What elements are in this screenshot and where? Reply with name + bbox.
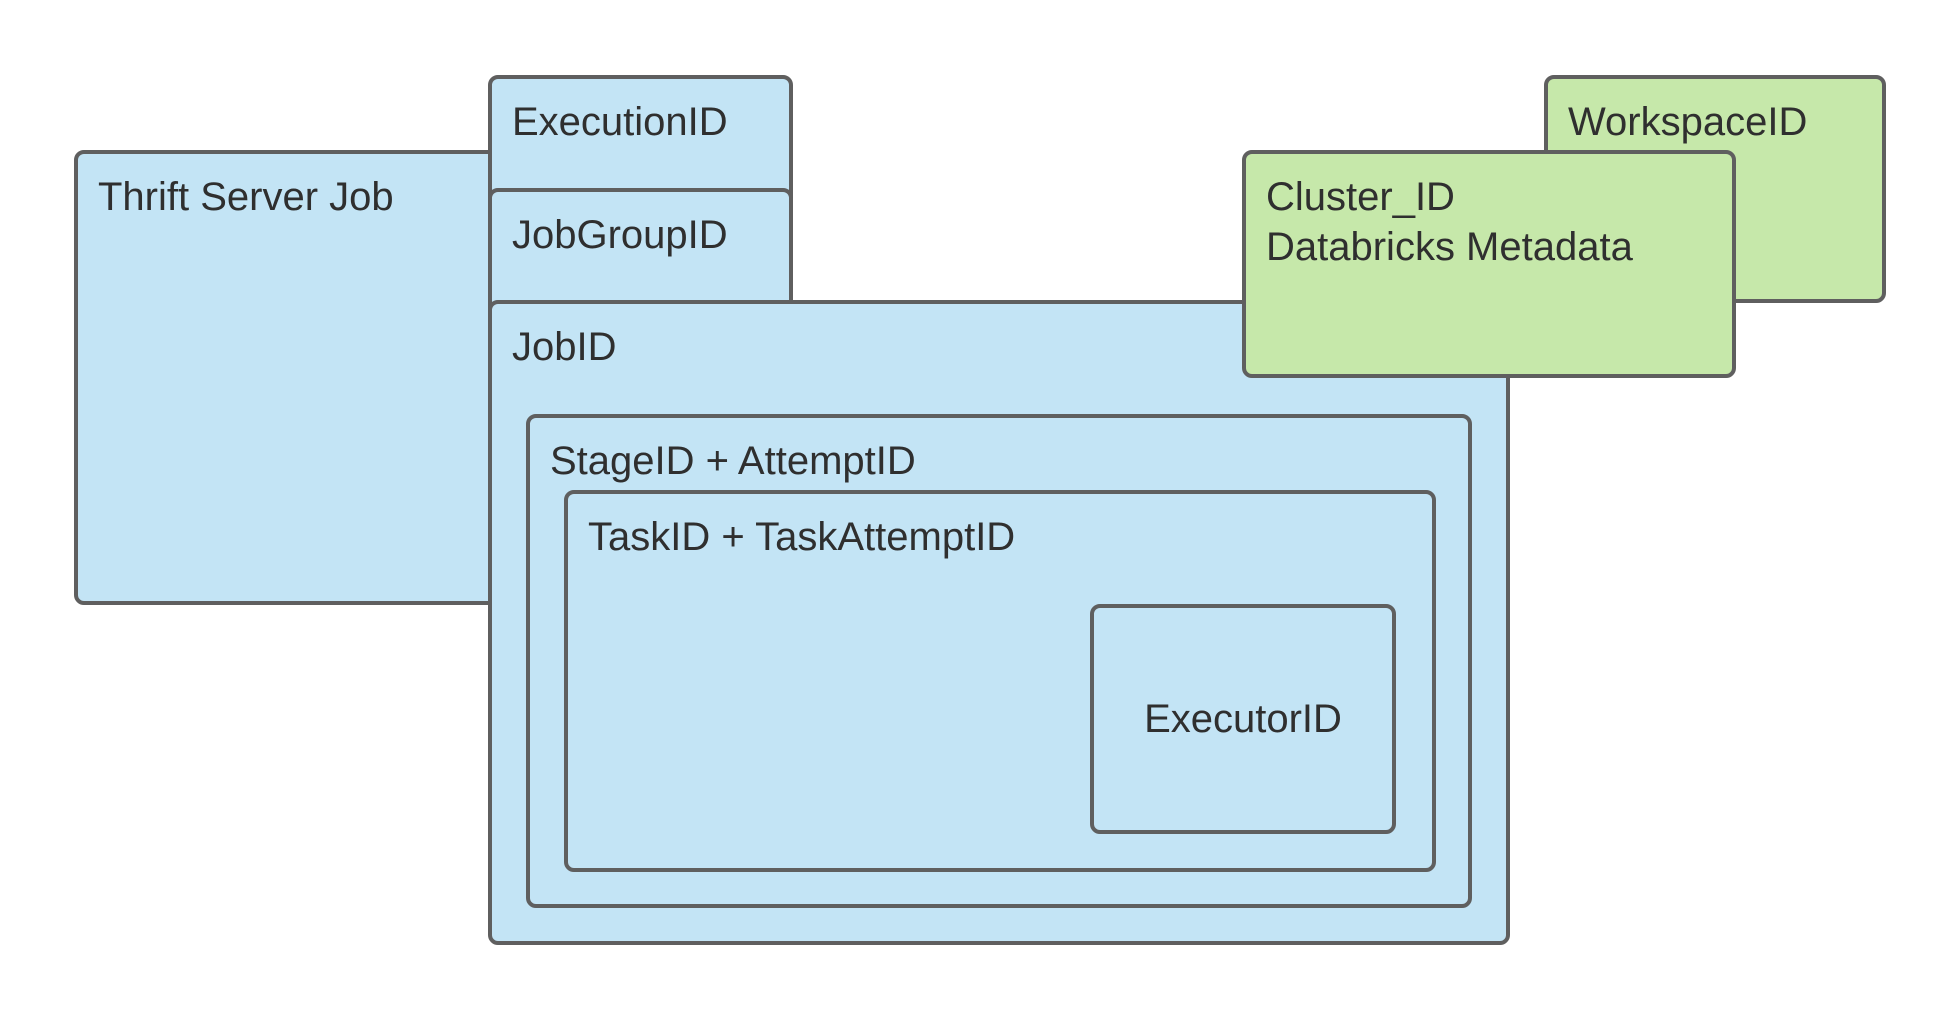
executor-id-label: ExecutorID (1144, 696, 1342, 741)
cluster-id-box: Cluster_ID Databricks Metadata (1242, 150, 1736, 378)
cluster-id-label: Cluster_ID (1266, 175, 1455, 219)
databricks-metadata-label: Databricks Metadata (1266, 225, 1633, 269)
task-attempt-label: TaskID + TaskAttemptID (588, 515, 1016, 559)
executor-id-box: ExecutorID (1090, 604, 1396, 834)
job-group-id-label: JobGroupID (512, 213, 728, 257)
thrift-server-job-box: Thrift Server Job (74, 150, 504, 605)
task-attempt-box: TaskID + TaskAttemptID ExecutorID (564, 490, 1436, 872)
stage-attempt-label: StageID + AttemptID (550, 439, 916, 483)
workspace-id-label: WorkspaceID (1568, 100, 1808, 144)
execution-id-label: ExecutionID (512, 100, 728, 144)
stage-attempt-box: StageID + AttemptID TaskID + TaskAttempt… (526, 414, 1472, 908)
job-id-box: JobID StageID + AttemptID TaskID + TaskA… (488, 300, 1510, 945)
job-id-label: JobID (512, 325, 617, 369)
thrift-server-job-label: Thrift Server Job (98, 175, 394, 219)
